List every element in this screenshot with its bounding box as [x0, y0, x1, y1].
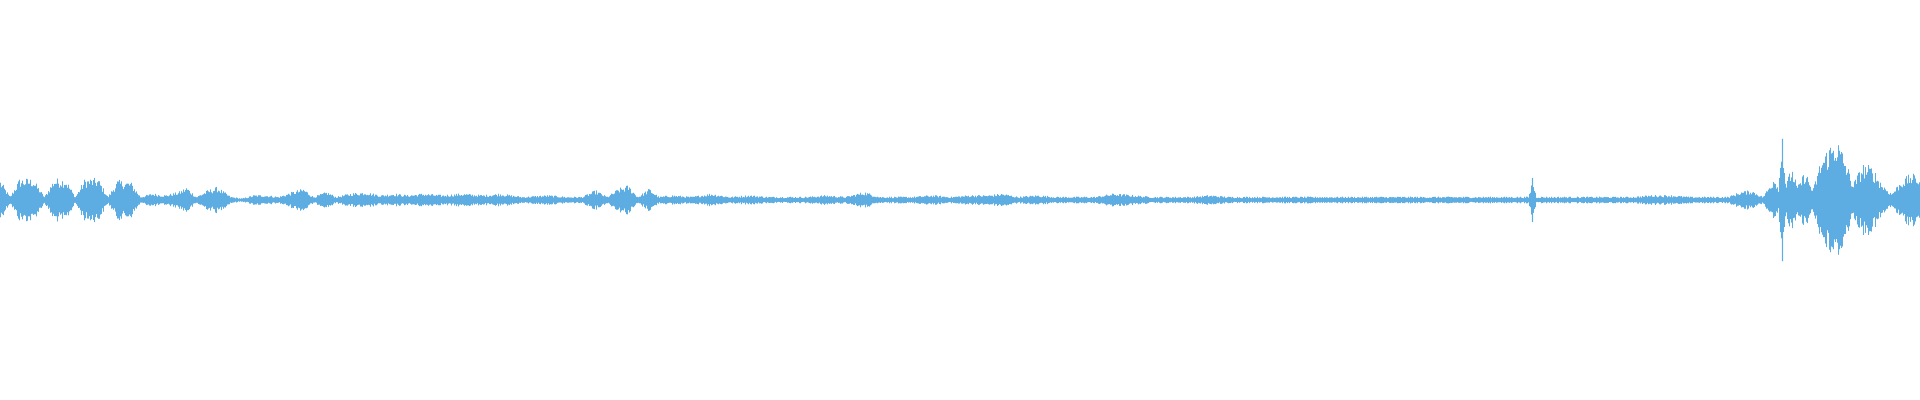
waveform-bars — [0, 138, 1920, 262]
waveform-path — [0, 145, 1920, 255]
